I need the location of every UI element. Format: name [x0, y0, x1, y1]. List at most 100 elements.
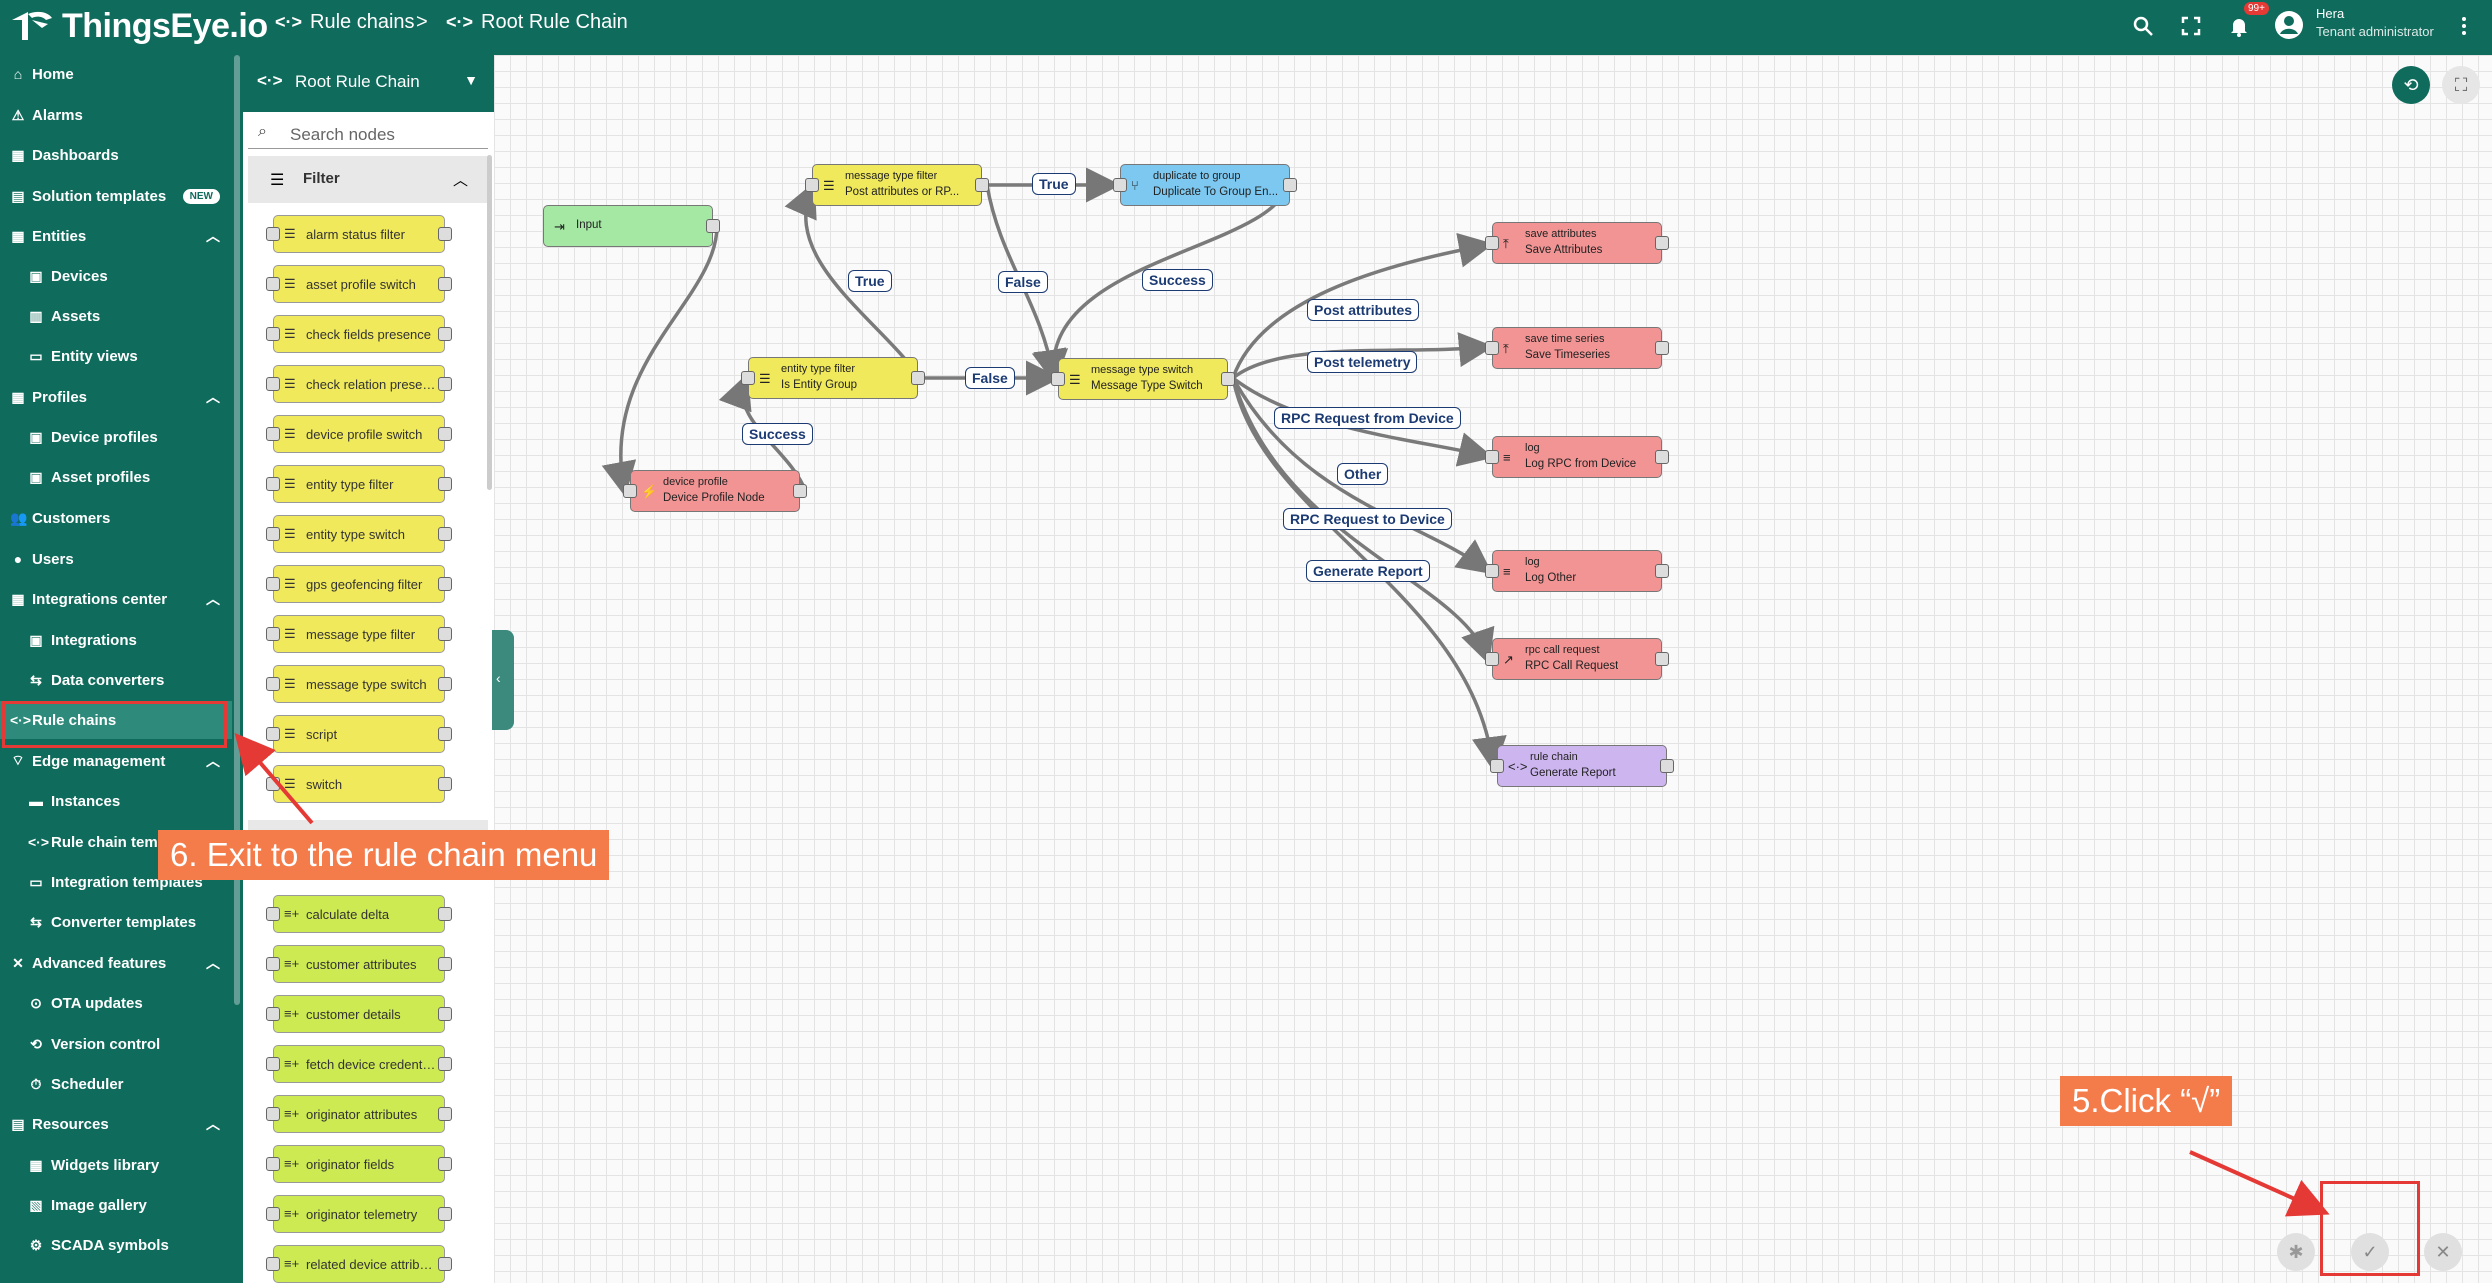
account-icon[interactable]: [2274, 10, 2304, 40]
library-node[interactable]: ☰asset profile switch: [266, 265, 452, 303]
library-node[interactable]: ☰message type filter: [266, 615, 452, 653]
library-node[interactable]: ≡+calculate delta: [266, 895, 452, 933]
chevron-up-icon[interactable]: ︿: [206, 228, 220, 244]
chevron-up-icon[interactable]: ︿: [206, 955, 220, 971]
library-node[interactable]: ☰alarm status filter: [266, 215, 452, 253]
connection-label[interactable]: Success: [742, 423, 813, 445]
version-history-button[interactable]: ⟲: [2392, 66, 2430, 104]
breadcrumb-rule-chains[interactable]: <·> Rule chains: [275, 11, 415, 34]
input-port[interactable]: [1485, 450, 1499, 464]
connection-label[interactable]: Post telemetry: [1307, 351, 1418, 373]
output-port[interactable]: [1655, 450, 1669, 464]
rule-node-input[interactable]: ⇥Input: [543, 205, 720, 247]
output-port[interactable]: [1655, 652, 1669, 666]
output-port[interactable]: [1655, 564, 1669, 578]
sidebar-item-dashboards[interactable]: ▦Dashboards: [0, 136, 232, 174]
output-port[interactable]: [706, 219, 720, 233]
connection-label[interactable]: True: [1032, 173, 1076, 195]
library-node[interactable]: ☰check relation presen...: [266, 365, 452, 403]
input-port[interactable]: [1113, 178, 1127, 192]
connection-label[interactable]: RPC Request to Device: [1283, 508, 1452, 530]
fullscreen-canvas-button[interactable]: ⛶: [2442, 66, 2480, 104]
sidebar-item-users[interactable]: ●Users: [0, 540, 232, 578]
library-node[interactable]: ☰switch: [266, 765, 452, 803]
library-toggle[interactable]: ‹: [492, 630, 514, 730]
library-node[interactable]: ☰script: [266, 715, 452, 753]
filter-section-header[interactable]: ☰ Filter ︿: [248, 156, 488, 203]
output-port[interactable]: [1655, 236, 1669, 250]
output-port[interactable]: [1655, 341, 1669, 355]
input-port[interactable]: [1485, 236, 1499, 250]
sidebar-item-version-control[interactable]: ⟲Version control: [0, 1025, 232, 1063]
library-node[interactable]: ≡+originator fields: [266, 1145, 452, 1183]
input-port[interactable]: [805, 178, 819, 192]
sidebar-item-integrations-center[interactable]: ▦Integrations center︿: [0, 580, 232, 618]
library-node[interactable]: ≡+originator attributes: [266, 1095, 452, 1133]
notifications-icon[interactable]: [2227, 14, 2251, 38]
node-search[interactable]: ⌕ Search nodes: [248, 117, 488, 149]
sidebar-item-converter-templates[interactable]: ⇆Converter templates: [0, 903, 232, 941]
connection-label[interactable]: False: [965, 367, 1015, 389]
sidebar-scrollbar[interactable]: [234, 55, 240, 1005]
sidebar-item-devices[interactable]: ▣Devices: [0, 257, 232, 295]
output-port[interactable]: [793, 484, 807, 498]
chevron-up-icon[interactable]: ︿: [206, 753, 220, 769]
chevron-up-icon[interactable]: ︿: [206, 1116, 220, 1132]
input-port[interactable]: [1485, 341, 1499, 355]
input-port[interactable]: [623, 484, 637, 498]
sidebar-item-image-gallery[interactable]: ▧Image gallery: [0, 1186, 232, 1224]
chevron-up-icon[interactable]: ︿: [206, 591, 220, 607]
sidebar-item-home[interactable]: ⌂Home: [0, 55, 232, 93]
library-node[interactable]: ≡+originator telemetry: [266, 1195, 452, 1233]
more-vert-icon[interactable]: [2452, 14, 2476, 38]
library-node[interactable]: ☰check fields presence: [266, 315, 452, 353]
library-node[interactable]: ☰gps geofencing filter: [266, 565, 452, 603]
connection-label[interactable]: Generate Report: [1306, 560, 1430, 582]
library-node[interactable]: ☰entity type filter: [266, 465, 452, 503]
connection-label[interactable]: RPC Request from Device: [1274, 407, 1461, 429]
connection-label[interactable]: Other: [1337, 463, 1389, 485]
sidebar-item-integrations[interactable]: ▣Integrations: [0, 621, 232, 659]
output-port[interactable]: [1221, 372, 1235, 386]
sidebar-item-entities[interactable]: ▦Entities︿: [0, 217, 232, 255]
search-icon[interactable]: [2131, 14, 2155, 38]
sidebar-item-widgets-library[interactable]: ▦Widgets library: [0, 1146, 232, 1184]
chevron-up-icon[interactable]: ︿: [206, 389, 220, 405]
output-port[interactable]: [911, 371, 925, 385]
sidebar-item-profiles[interactable]: ▦Profiles︿: [0, 378, 232, 416]
rule-chain-selector[interactable]: <·> Root Rule Chain ▼: [243, 55, 494, 112]
sidebar-item-data-converters[interactable]: ⇆Data converters: [0, 661, 232, 699]
input-port[interactable]: [1485, 652, 1499, 666]
library-node[interactable]: ≡+customer attributes: [266, 945, 452, 983]
sidebar-item-edge-management[interactable]: ⌔Edge management︿: [0, 742, 232, 780]
sidebar-item-resources[interactable]: ▤Resources︿: [0, 1105, 232, 1143]
sidebar-item-ota-updates[interactable]: ⊙OTA updates: [0, 984, 232, 1022]
library-node[interactable]: ☰device profile switch: [266, 415, 452, 453]
connection-label[interactable]: Success: [1142, 269, 1213, 291]
library-scrollbar[interactable]: [487, 155, 492, 490]
output-port[interactable]: [1283, 178, 1297, 192]
connection-label[interactable]: Post attributes: [1307, 299, 1420, 321]
sidebar-item-advanced-features[interactable]: ✕Advanced features︿: [0, 944, 232, 982]
connection-label[interactable]: True: [848, 270, 892, 292]
sidebar-item-asset-profiles[interactable]: ▣Asset profiles: [0, 458, 232, 496]
logo[interactable]: ThingsEye.io: [8, 6, 268, 46]
sidebar-item-instances[interactable]: ▬Instances: [0, 782, 232, 820]
input-port[interactable]: [741, 371, 755, 385]
decline-changes-button[interactable]: ✕: [2424, 1233, 2462, 1271]
enrichment-section-header[interactable]: [248, 820, 488, 832]
library-node[interactable]: ≡+fetch device credenti...: [266, 1045, 452, 1083]
connection-label[interactable]: False: [998, 271, 1048, 293]
